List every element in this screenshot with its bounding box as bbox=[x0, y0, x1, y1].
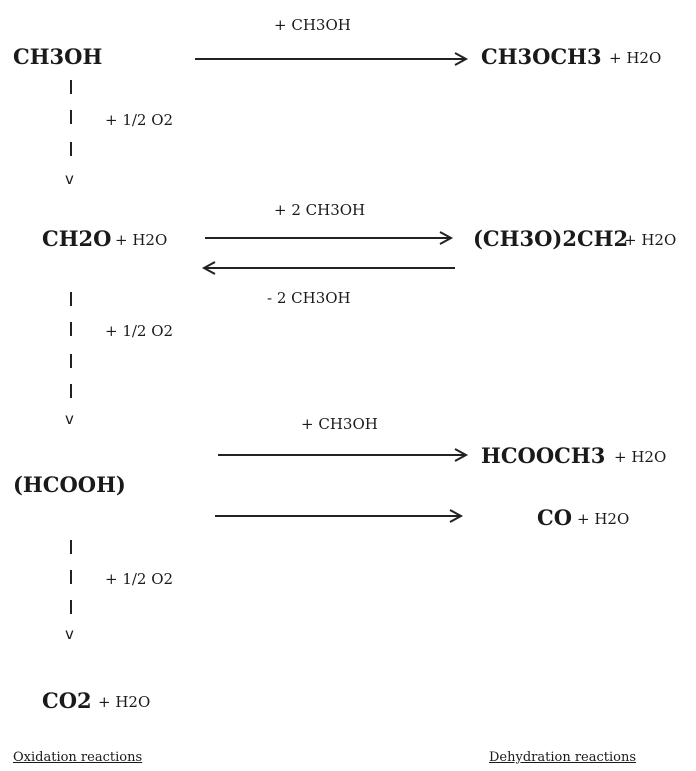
carbon-dioxide: CO2 bbox=[42, 688, 92, 713]
dash-line bbox=[70, 292, 72, 306]
formaldehyde-water: + H2O bbox=[115, 231, 168, 249]
arrowhead-right bbox=[449, 509, 464, 523]
oxidation-step-label: + 1/2 O2 bbox=[105, 111, 174, 129]
down-arrowhead: v bbox=[65, 625, 74, 643]
methanol-start: CH3OH bbox=[13, 44, 103, 69]
dehydration-footer: Dehydration reactions bbox=[489, 750, 637, 765]
carbon-monoxide: CO bbox=[537, 505, 573, 530]
methyl-formate-water: + H2O bbox=[614, 448, 667, 466]
arrow-label-forward: + 2 CH3OH bbox=[274, 201, 366, 219]
formic-acid: (HCOOH) bbox=[13, 472, 126, 497]
dimethyl-ether-water: + H2O bbox=[609, 49, 662, 67]
oxidation-footer: Oxidation reactions bbox=[13, 750, 143, 765]
carbon-dioxide-water: + H2O bbox=[98, 693, 151, 711]
dash-line bbox=[70, 322, 72, 336]
dash-line bbox=[70, 80, 72, 94]
methylal-water: + H2O bbox=[624, 231, 677, 249]
oxidation-step-label: + 1/2 O2 bbox=[105, 570, 174, 588]
arrowhead-left bbox=[201, 261, 216, 275]
dash-line bbox=[70, 142, 72, 156]
arrowhead-right bbox=[454, 52, 469, 66]
carbon-monoxide-water: + H2O bbox=[577, 510, 630, 528]
down-arrowhead: v bbox=[65, 410, 74, 428]
dash-line bbox=[70, 600, 72, 614]
dash-line bbox=[70, 384, 72, 398]
arrow-label-methylformate: + CH3OH bbox=[301, 415, 378, 433]
dash-line bbox=[70, 110, 72, 124]
formaldehyde: CH2O bbox=[42, 226, 112, 251]
dash-line bbox=[70, 570, 72, 584]
dash-line bbox=[70, 540, 72, 554]
arrow-label-reverse: - 2 CH3OH bbox=[267, 289, 351, 307]
dash-line bbox=[70, 354, 72, 368]
arrowhead-right bbox=[454, 448, 469, 462]
methyl-formate: HCOOCH3 bbox=[481, 443, 606, 468]
methylal: (CH3O)2CH2 bbox=[473, 226, 629, 251]
oxidation-step-label: + 1/2 O2 bbox=[105, 322, 174, 340]
arrowhead-right bbox=[439, 231, 454, 245]
dimethyl-ether: CH3OCH3 bbox=[481, 44, 602, 69]
down-arrowhead: v bbox=[65, 170, 74, 188]
arrow-label-methanol: + CH3OH bbox=[274, 16, 351, 34]
